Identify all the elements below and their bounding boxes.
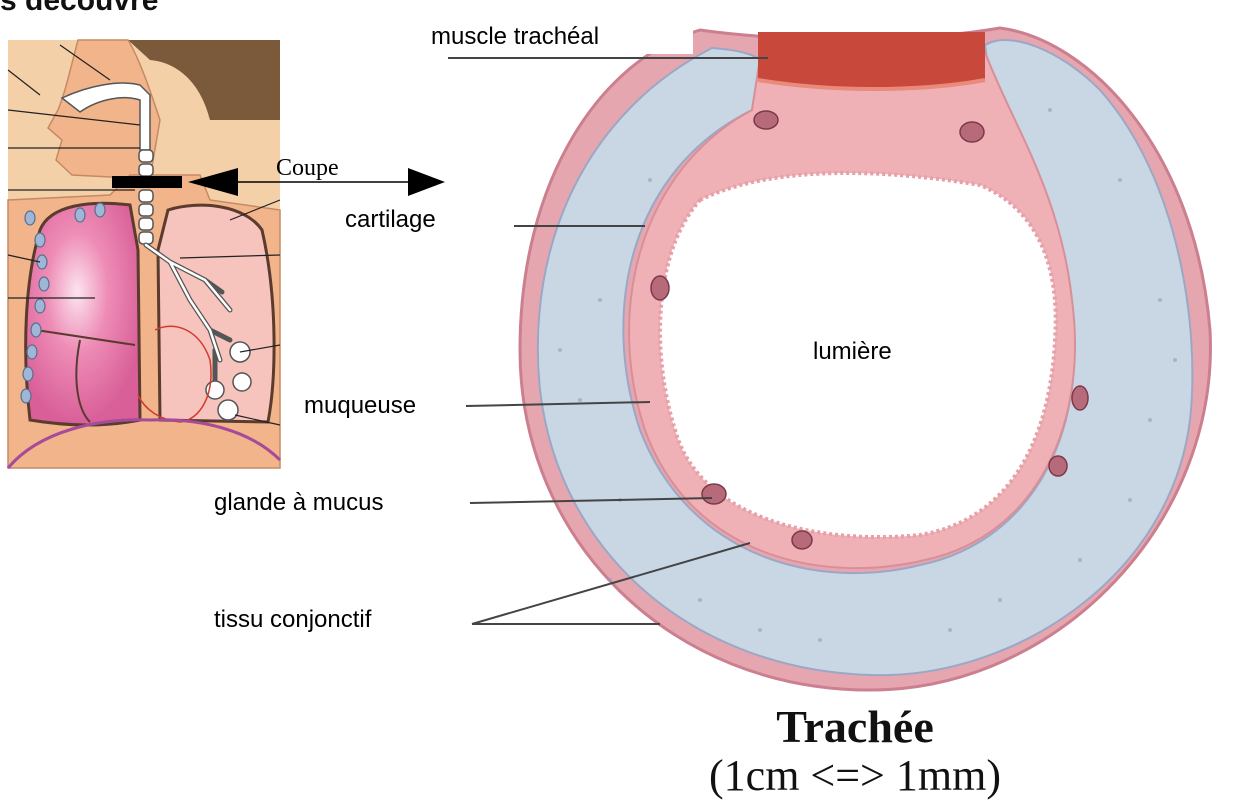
thorax-figure [8,40,280,468]
caption: Trachée (1cm <=> 1mm) [630,0,1080,810]
label-muscle: muscle trachéal [431,25,599,49]
caption-title: Trachée [630,700,1080,753]
cut-label: Coupe [276,155,339,182]
label-gland: glande à mucus [214,491,383,515]
caption-scale: (1cm <=> 1mm) [630,750,1080,801]
cut-bar [112,176,182,188]
label-mucosa: muqueuse [304,394,416,418]
label-connective: tissu conjonctif [214,608,371,632]
label-cartilage: cartilage [345,208,436,232]
cut-arrow-right-icon [408,168,445,196]
